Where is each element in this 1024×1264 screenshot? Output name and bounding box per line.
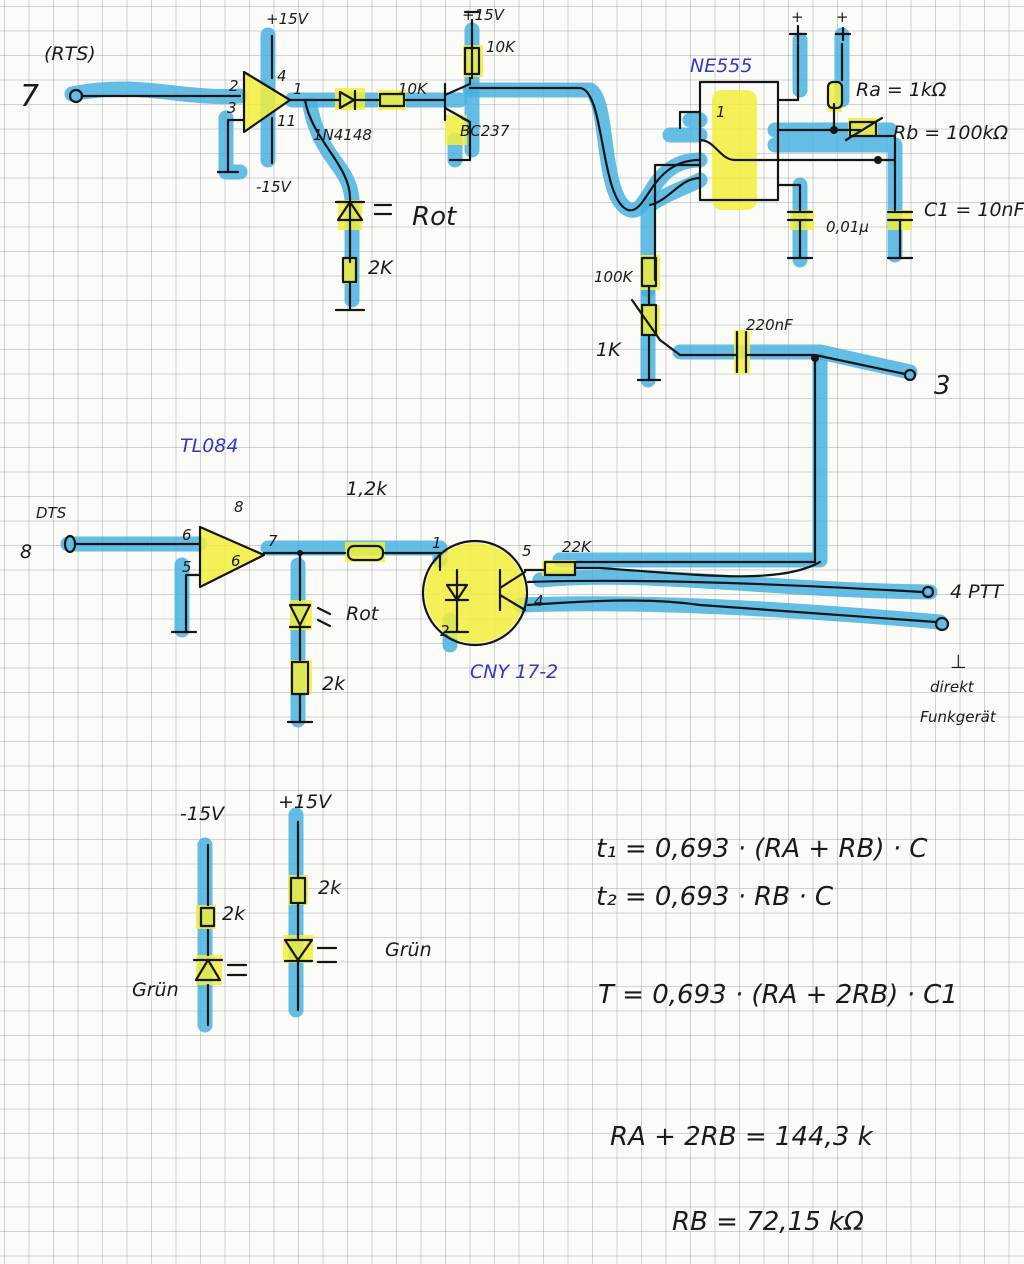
label-r-collector: 10K [486, 38, 516, 56]
label-led-red-2: Rot [346, 603, 380, 625]
pin-label: 1 [716, 103, 726, 121]
label-r-led-2: 2k [322, 673, 346, 695]
pin-label: 5 [182, 558, 192, 576]
label-ne555: NE555 [690, 55, 752, 77]
label-diode: 1N4148 [313, 126, 372, 144]
pin-label: 3 [227, 99, 237, 117]
formula-sum: RA + 2RB = 144,3 k [610, 1122, 874, 1152]
circuit-rts-ptt-tone [68, 10, 917, 564]
label-transistor: BC237 [460, 122, 510, 140]
pin-label: 4 [534, 592, 544, 610]
led-red-2 [288, 603, 312, 627]
label-tl084: TL084 [180, 435, 238, 457]
label-vcc: +15V [462, 6, 506, 24]
label-pin-3: 3 [934, 371, 951, 401]
potentiometer-rb [848, 120, 878, 138]
pin-label: 1 [432, 534, 442, 552]
label-led-red: Rot [412, 202, 457, 232]
label-r-1-2k: 1,2k [346, 478, 388, 500]
formula-period: T = 0,693 · (RA + 2RB) · C1 [598, 980, 958, 1010]
capacitor-ctrl [776, 183, 814, 260]
resistor-neg [199, 906, 216, 928]
label-rb: Rb = 100kΩ [893, 122, 1009, 144]
capacitor-c1 [886, 210, 914, 260]
label-r-pos: 2k [318, 877, 342, 899]
pin-label: 5 [522, 542, 532, 560]
label-direkt: direkt [930, 678, 975, 696]
label-c-out: 220nF [746, 316, 793, 334]
label-led-green-pos: Grün [385, 939, 432, 961]
label-plus: + [836, 8, 849, 26]
label-dts: DTS [36, 504, 67, 522]
label-r-led: 2K [368, 257, 394, 279]
resistor-collector [463, 46, 481, 76]
pin-label: 11 [277, 112, 296, 130]
circuit-dts-ptt [63, 525, 950, 724]
led-green-pos [283, 938, 314, 962]
opamp-tl084 [198, 525, 266, 589]
pin-label: 2 [440, 622, 450, 640]
label-r-neg: 2k [222, 903, 246, 925]
label-ptt: 4 PTT [950, 581, 1004, 603]
led-red [336, 200, 364, 222]
label-plus: + [791, 8, 804, 26]
label-r-22k: 22K [562, 538, 592, 556]
label-ra: Ra = 1kΩ [856, 79, 947, 101]
blue-highlights [60, 22, 948, 1033]
optocoupler-cny17 [421, 539, 529, 647]
label-r-base: 10K [398, 80, 428, 98]
led-green-neg [194, 958, 222, 982]
label-c1: C1 = 10nF [924, 199, 1024, 221]
label-neg-supply: -15V [180, 803, 226, 825]
resistor-pos [289, 876, 307, 905]
pin-label: 6 [182, 526, 192, 544]
diode-1n4148 [338, 90, 356, 110]
ground-icon: ⊥ [950, 651, 967, 673]
terminal-ground [934, 616, 950, 632]
label-led-green-neg: Grün [132, 979, 179, 1001]
terminal-3 [903, 368, 917, 382]
label-vminus: -15V [256, 178, 292, 196]
label-c-ctrl: 0,01µ [826, 218, 869, 236]
formula-t2: t₂ = 0,693 · RB · C [596, 882, 834, 912]
label-funkgeraet: Funkgerät [920, 708, 997, 726]
pin-label: 2 [229, 77, 239, 95]
opamp-1 [242, 70, 292, 134]
label-pot: 1K [596, 339, 622, 361]
pin-label: 8 [234, 498, 244, 516]
pin-label: 1 [293, 80, 303, 98]
resistor-22k [543, 560, 577, 577]
pin-label: 4 [277, 67, 287, 85]
formula-t1: t₁ = 0,693 · (RA + RB) · C [596, 834, 928, 864]
label-pin-7: 7 [20, 79, 39, 114]
label-vplus: +15V [266, 10, 310, 28]
label-pin-8: 8 [20, 541, 32, 563]
resistor-ra [826, 80, 844, 110]
formula-rb: RB = 72,15 kΩ [672, 1207, 864, 1237]
pin-label: 7 [268, 532, 278, 550]
label-pos-supply: +15V [278, 791, 333, 813]
terminal-4-ptt [921, 585, 935, 599]
pin-label: 6 [231, 552, 241, 570]
resistor-1-2k [346, 544, 385, 562]
label-cny17: CNY 17-2 [470, 661, 558, 683]
label-rts: (RTS) [44, 43, 96, 65]
labels: (RTS) 7 +15V -15V 2 3 4 11 1 1N4148 10K … [20, 6, 1024, 1237]
power-indicator-leds [192, 820, 338, 1027]
label-r-100k: 100K [594, 268, 634, 286]
